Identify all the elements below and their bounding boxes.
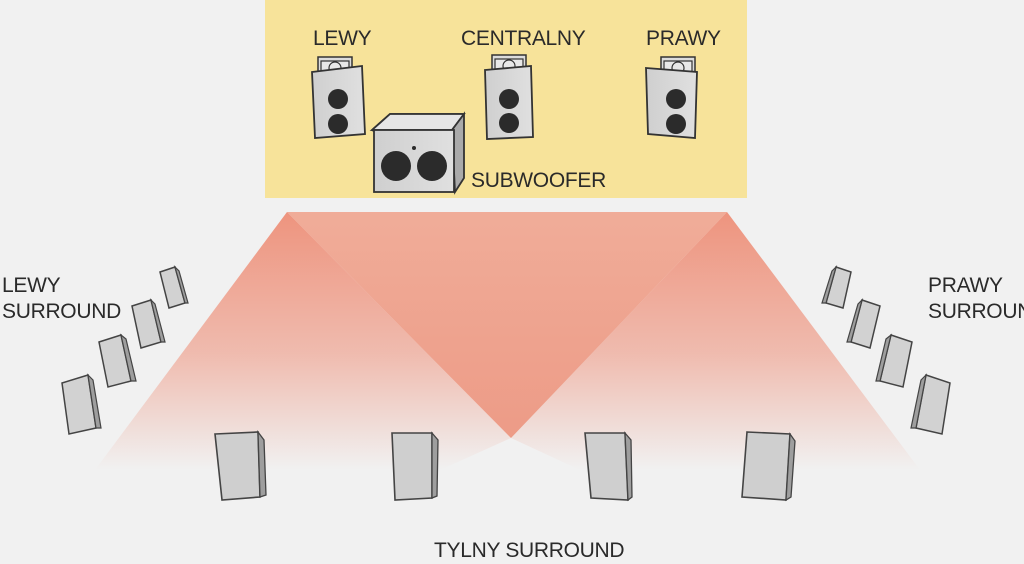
rear-surround-speakers [214, 429, 796, 502]
right-surround-speaker [821, 264, 852, 309]
rear-surround-speaker [214, 429, 267, 501]
front-left-label: LEWY [313, 27, 372, 50]
right-surround-label-line1: PRAWY [928, 274, 1003, 297]
front-left-speaker [311, 56, 366, 139]
right-surround-label-line2: SURROUND [928, 300, 1024, 323]
sound-field-center [287, 212, 727, 438]
front-right-label: PRAWY [646, 27, 721, 50]
sound-field-right [511, 212, 920, 470]
sound-field-left [95, 212, 511, 470]
right-surround-label: PRAWY SURROUND [928, 273, 1024, 325]
rear-surround-speaker [391, 431, 439, 501]
sound-field [95, 212, 920, 470]
left-surround-label: LEWY SURROUND [2, 273, 121, 325]
rear-surround-speaker [584, 431, 633, 502]
center-speaker [484, 54, 534, 140]
rear-surround-label: TYLNY SURROUND [434, 539, 625, 562]
right-surround-speaker [910, 373, 951, 435]
left-surround-speaker [131, 298, 166, 349]
subwoofer [369, 111, 466, 195]
left-surround-speaker [159, 264, 189, 309]
left-surround-speakers [61, 264, 189, 435]
front-right-speaker [645, 56, 698, 139]
right-surround-speakers [821, 264, 951, 435]
right-surround-speaker [875, 333, 913, 388]
subwoofer-label: SUBWOOFER [471, 169, 606, 192]
right-surround-speaker [846, 298, 881, 349]
left-surround-label-line1: LEWY [2, 274, 61, 297]
left-surround-speaker [61, 373, 102, 435]
front-center-label: CENTRALNY [461, 27, 586, 50]
rear-surround-speaker [741, 431, 796, 502]
left-surround-speaker [98, 333, 137, 388]
left-surround-label-line2: SURROUND [2, 300, 121, 323]
